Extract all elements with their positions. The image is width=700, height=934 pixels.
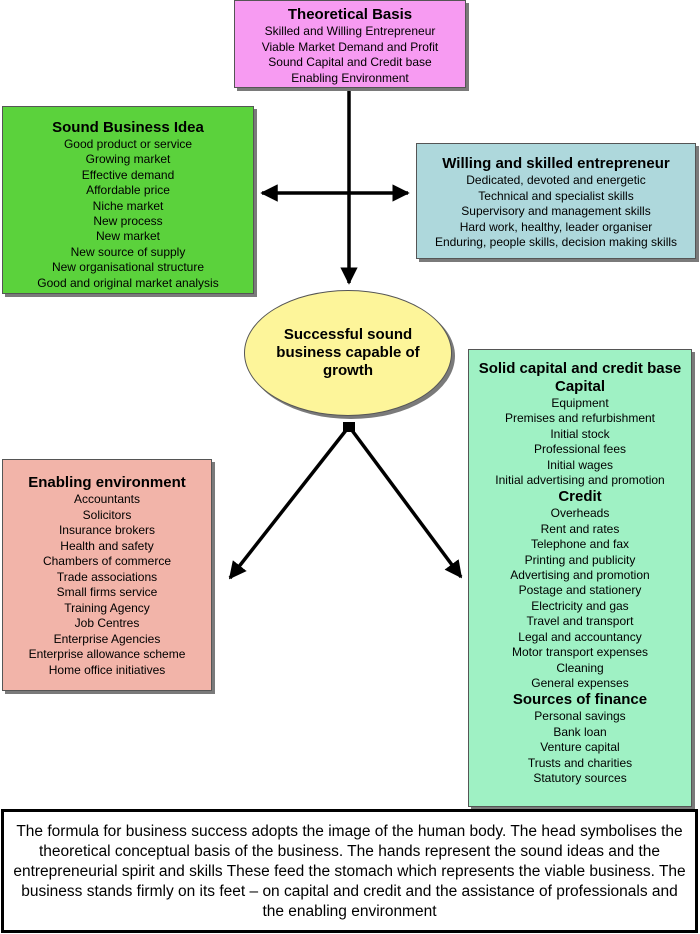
list-item: Statutory sources xyxy=(533,770,627,785)
list-item: Dedicated, devoted and energetic xyxy=(466,173,646,187)
successful-business-ellipse: Successful sound business capable of gro… xyxy=(244,290,452,416)
list-item: Small firms service xyxy=(56,585,158,599)
list-item: Insurance brokers xyxy=(58,523,156,537)
list-item: Affordable price xyxy=(86,183,170,198)
list-item: Trade associations xyxy=(56,569,158,584)
list-item: Equipment xyxy=(551,396,609,410)
list-item: Personal savings xyxy=(534,709,626,724)
capital-credit-title: Solid capital and credit base xyxy=(478,360,682,377)
list-item: Printing and publicity xyxy=(524,552,636,567)
theoretical-basis-box: Theoretical Basis Skilled and Willing En… xyxy=(234,0,466,88)
sound-business-idea-title: Sound Business Idea xyxy=(52,119,204,136)
list-item: Health and safety xyxy=(60,538,154,553)
list-item: Telephone and fax xyxy=(530,537,630,552)
list-item: New source of supply xyxy=(70,244,186,259)
list-item: Skilled and Willing Entrepreneur xyxy=(264,24,436,38)
credit-heading: Credit xyxy=(558,488,602,506)
list-item: Cleaning xyxy=(556,660,604,675)
list-item: Job Centres xyxy=(74,616,140,630)
caption-text: The formula for business success adopts … xyxy=(13,823,686,920)
list-item: Overheads xyxy=(550,506,610,521)
right-leg-arrow xyxy=(349,427,463,579)
list-item: Premises and refurbishment xyxy=(504,411,656,426)
list-item: Trusts and charities xyxy=(527,755,633,770)
list-item: Initial stock xyxy=(550,426,610,441)
list-item: Enterprise Agencies xyxy=(53,631,161,646)
list-item: New process xyxy=(93,214,163,229)
list-item: Initial wages xyxy=(546,457,614,472)
list-item: Travel and transport xyxy=(526,614,634,629)
list-item: Initial advertising and promotion xyxy=(495,473,665,488)
theoretical-basis-title: Theoretical Basis xyxy=(287,6,413,23)
list-item: Good and original market analysis xyxy=(37,275,219,290)
list-item: Professional fees xyxy=(533,442,627,457)
junction-node xyxy=(343,422,355,432)
list-item: Enabling Environment xyxy=(291,70,409,85)
list-item: Effective demand xyxy=(81,167,175,182)
list-item: Hard work, healthy, leader organiser xyxy=(459,219,653,234)
list-item: Enterprise allowance scheme xyxy=(28,647,186,661)
list-item: Bank loan xyxy=(553,724,607,739)
list-item: Sound Capital and Credit base xyxy=(268,55,432,69)
list-item: Niche market xyxy=(92,198,164,213)
sound-business-idea-box: Sound Business Idea Good product or serv… xyxy=(2,106,254,294)
left-leg-arrow xyxy=(228,427,349,580)
list-item: Chambers of commerce xyxy=(42,554,172,568)
list-item: Legal and accountancy xyxy=(518,629,642,644)
list-item: Solicitors xyxy=(82,507,132,522)
list-item: Advertising and promotion xyxy=(510,568,650,583)
finance-heading: Sources of finance xyxy=(512,691,648,709)
list-item: New market xyxy=(95,229,160,244)
list-item: Home office initiatives xyxy=(48,662,166,677)
list-item: Accountants xyxy=(73,492,141,506)
caption-box: The formula for business success adopts … xyxy=(1,809,698,933)
list-item: General expenses xyxy=(531,675,629,690)
list-item: Good product or service xyxy=(63,137,193,151)
enabling-environment-box: Enabling environment Accountants Solicit… xyxy=(2,459,212,691)
list-item: Supervisory and management skills xyxy=(461,204,651,218)
successful-business-label: Successful sound business capable of gro… xyxy=(276,326,420,379)
enabling-environment-title: Enabling environment xyxy=(28,474,186,491)
list-item: Technical and specialist skills xyxy=(478,188,634,203)
list-item: Venture capital xyxy=(540,740,620,755)
list-item: Electricity and gas xyxy=(531,598,629,613)
capital-credit-box: Solid capital and credit base Capital Eq… xyxy=(468,349,692,807)
list-item: Growing market xyxy=(85,152,171,167)
list-item: Motor transport expenses xyxy=(511,645,649,660)
list-item: Viable Market Demand and Profit xyxy=(261,39,439,54)
list-item: Training Agency xyxy=(64,600,150,615)
list-item: New organisational structure xyxy=(51,260,205,275)
list-item: Postage and stationery xyxy=(518,583,642,598)
capital-heading: Capital xyxy=(554,378,605,395)
willing-entrepreneur-box: Willing and skilled entrepreneur Dedicat… xyxy=(416,143,696,259)
list-item: Rent and rates xyxy=(540,521,620,536)
list-item: Enduring, people skills, decision making… xyxy=(434,235,678,249)
willing-entrepreneur-title: Willing and skilled entrepreneur xyxy=(442,155,670,172)
